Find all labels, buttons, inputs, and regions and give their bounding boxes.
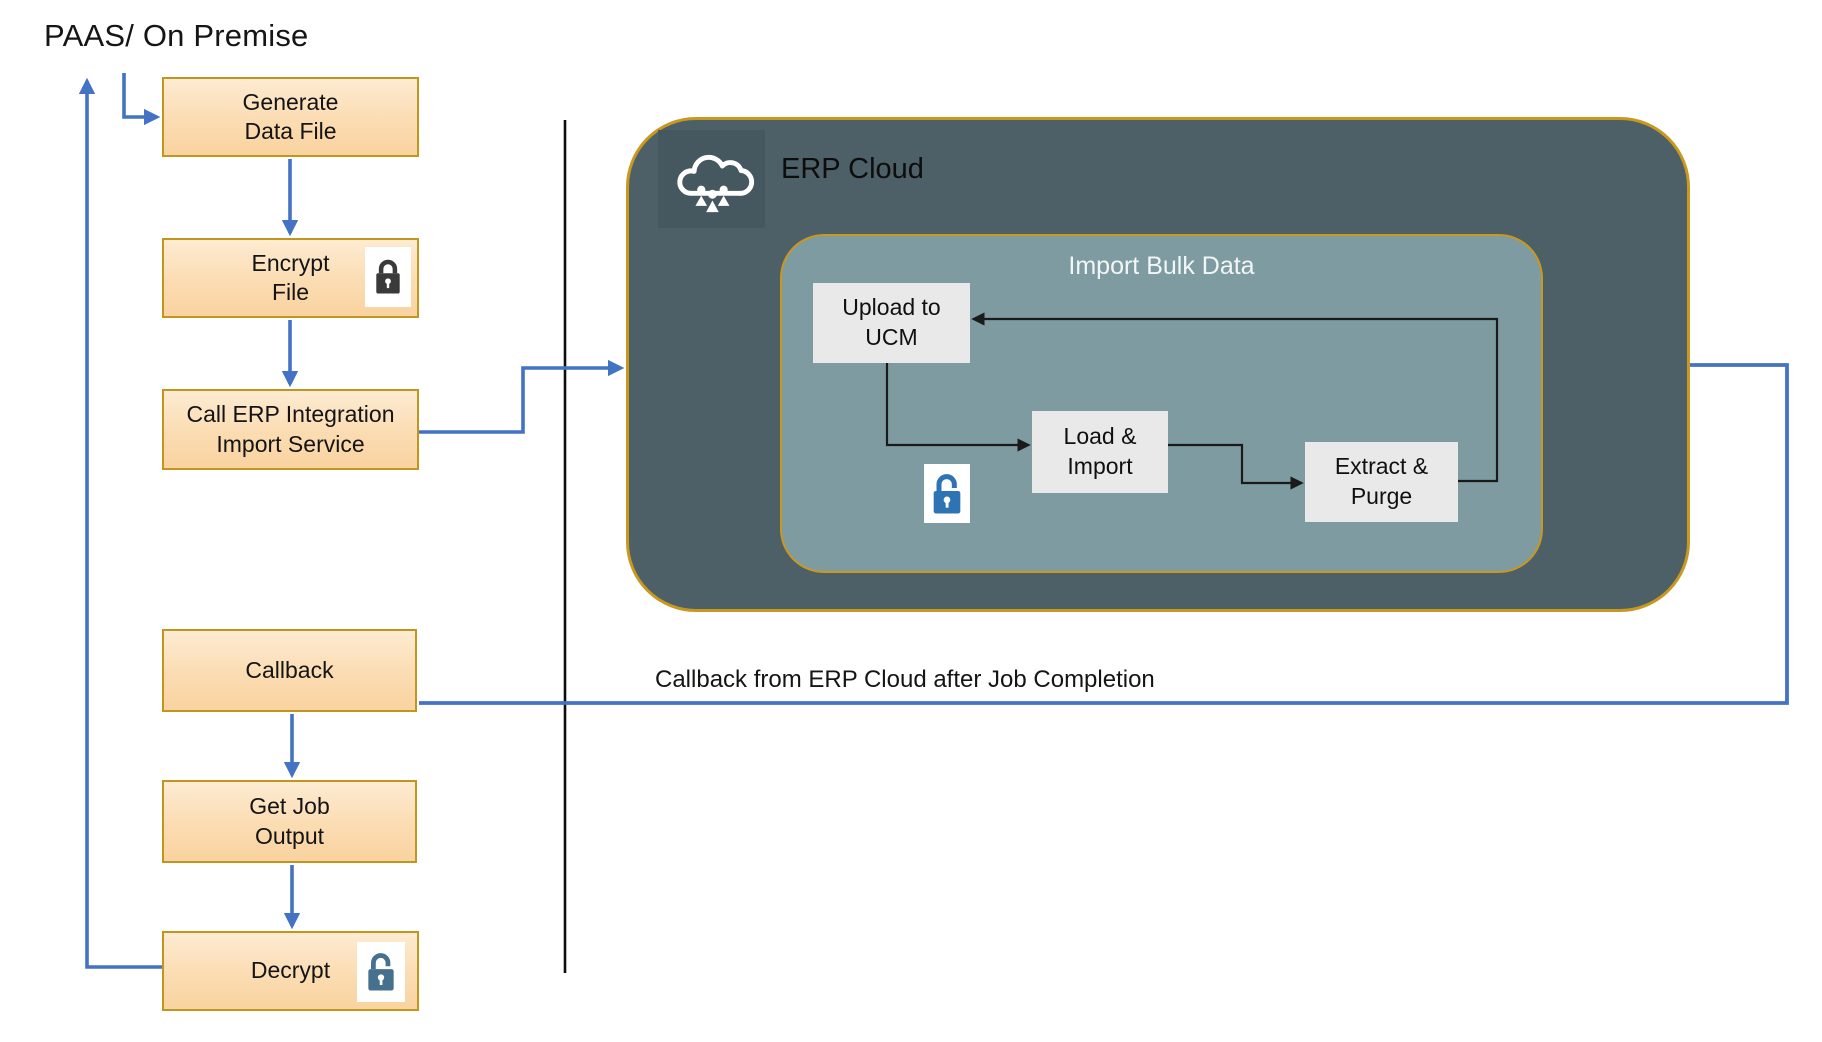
paas-on-premise-title: PAAS/ On Premise	[44, 18, 309, 53]
node-get-job-output-label: Get Job Output	[249, 793, 330, 849]
node-extract-and-purge-label: Extract & Purge	[1334, 453, 1429, 509]
node-encrypt-file-label: Encrypt File	[251, 249, 330, 305]
lock-open-blue-icon-svg	[933, 473, 961, 513]
callback-note: Callback from ERP Cloud after Job Comple…	[655, 666, 1155, 693]
lock-open-blue-icon	[924, 464, 970, 523]
lock-closed-icon-svg	[376, 259, 400, 294]
node-generate-data-file: Generate Data File	[162, 77, 419, 157]
node-load-and-import: Load & Import	[1032, 411, 1168, 493]
node-get-job-output: Get Job Output	[162, 780, 417, 863]
lock-open-icon-svg	[368, 953, 394, 991]
arrow-call-erp-to-cloud	[419, 359, 625, 434]
erp-cloud-label: ERP Cloud	[781, 153, 924, 185]
cloud-users-icon-svg	[676, 154, 754, 213]
node-extract-and-purge: Extract & Purge	[1305, 442, 1458, 522]
node-callback-label: Callback	[245, 656, 334, 683]
lock-closed-icon	[365, 247, 411, 307]
arrow-start-to-generate	[122, 73, 161, 126]
lock-open-icon	[357, 942, 405, 1002]
node-decrypt-label: Decrypt	[250, 957, 331, 984]
node-callback: Callback	[162, 629, 417, 712]
node-upload-to-ucm: Upload to UCM	[813, 283, 970, 363]
node-decrypt: Decrypt	[162, 931, 419, 1011]
arrow-decrypt-to-start	[78, 77, 162, 969]
node-upload-to-ucm-label: Upload to UCM	[842, 294, 941, 350]
node-call-erp-label: Call ERP Integration Import Service	[186, 401, 395, 457]
node-generate-data-file-label: Generate Data File	[242, 88, 339, 144]
node-encrypt-file: Encrypt File	[162, 238, 419, 318]
node-call-erp-integration-import-service: Call ERP Integration Import Service	[162, 389, 419, 470]
import-bulk-data-title: Import Bulk Data	[1068, 252, 1255, 280]
node-load-and-import-label: Load & Import	[1063, 423, 1137, 479]
cloud-users-icon	[658, 130, 765, 228]
